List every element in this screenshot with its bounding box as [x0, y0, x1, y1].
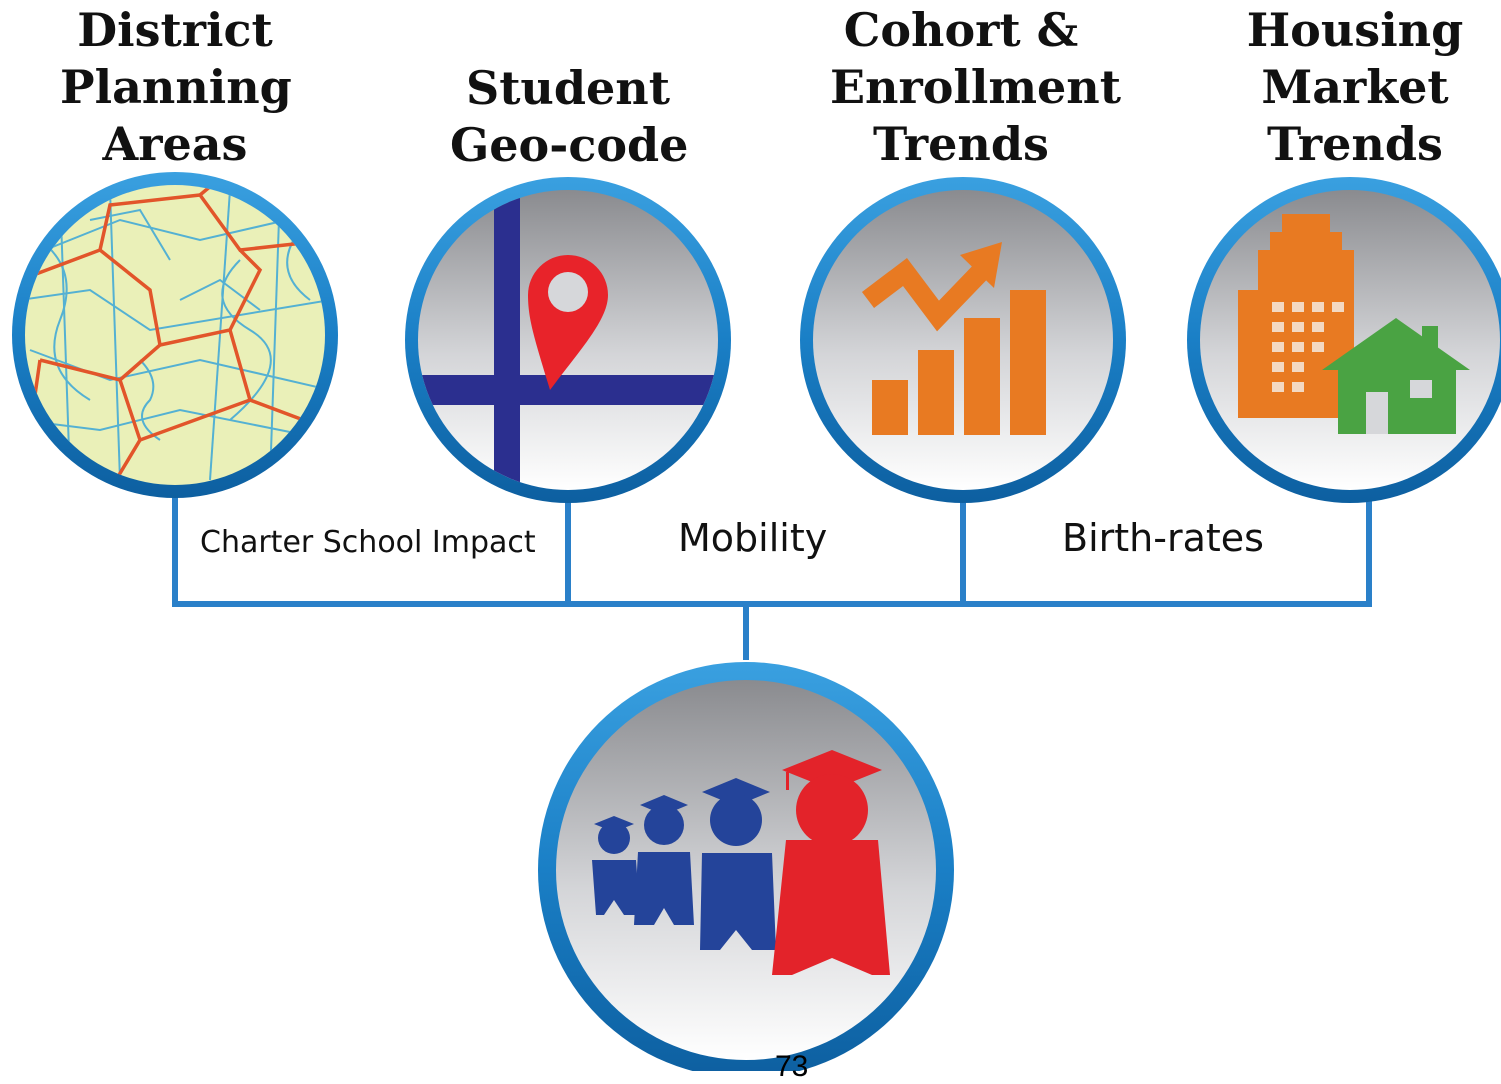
- label-mobility: Mobility: [678, 516, 828, 560]
- heading-line: Student: [465, 61, 671, 115]
- heading-line: District: [77, 3, 273, 57]
- growth-chart-icon: [800, 177, 1126, 503]
- location-pin-icon: [405, 177, 731, 503]
- district-map-icon: [12, 172, 338, 498]
- heading-line: Areas: [102, 117, 248, 171]
- heading-line: Trends: [873, 117, 1049, 171]
- heading-student-geocode: Student Geo-code: [450, 60, 689, 174]
- connector-lines: [172, 495, 1372, 660]
- heading-line: Housing: [1246, 3, 1464, 57]
- heading-cohort-enrollment-trends: Cohort & Enrollment Trends: [830, 2, 1122, 173]
- label-charter-school-impact: Charter School Impact: [200, 525, 536, 560]
- label-birth-rates: Birth-rates: [1062, 516, 1264, 560]
- buildings-house-icon: [1187, 177, 1501, 503]
- heading-line: Geo-code: [450, 118, 689, 172]
- page-number: 73: [775, 1050, 809, 1083]
- heading-line: Planning: [60, 60, 292, 114]
- heading-district-planning-areas: District Planning Areas: [60, 2, 292, 173]
- heading-line: Market: [1261, 60, 1449, 114]
- heading-line: Cohort &: [843, 3, 1079, 57]
- heading-line: Enrollment: [830, 60, 1122, 114]
- graduates-icon: [538, 662, 954, 1071]
- heading-housing-market-trends: Housing Market Trends: [1240, 2, 1470, 173]
- heading-line: Trends: [1267, 117, 1443, 171]
